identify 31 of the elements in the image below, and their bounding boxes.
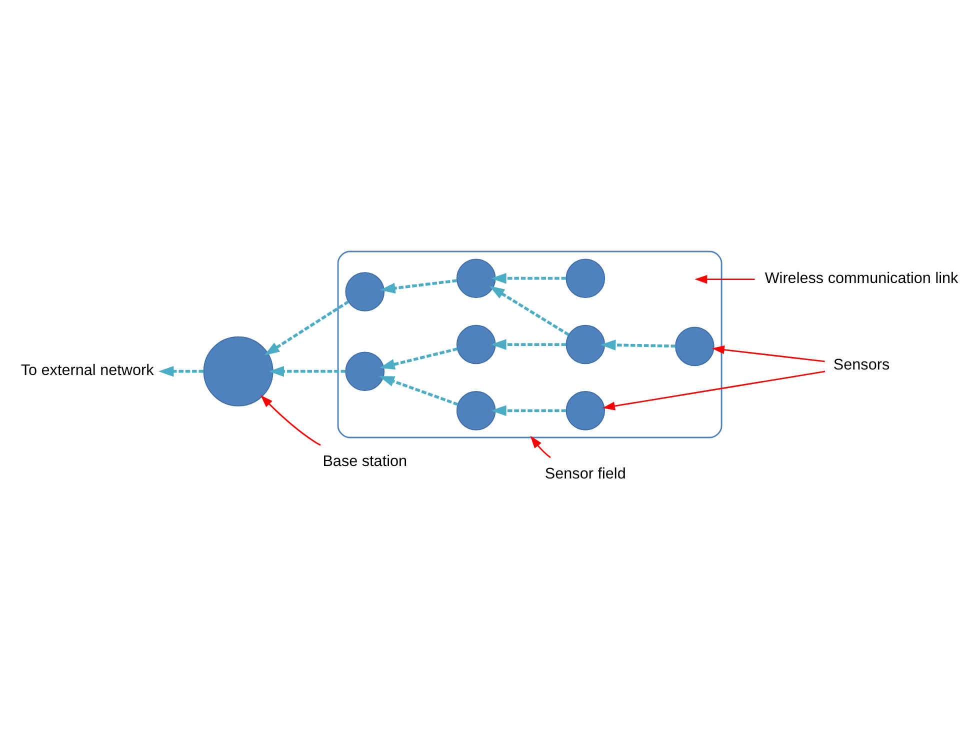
arrow [380,279,458,294]
node-circle [566,391,606,430]
arrow [712,345,825,362]
arrow [602,370,826,410]
arrow [600,340,676,350]
node-text: To external network [20,362,154,379]
node-circle [345,272,385,312]
arrow [694,274,755,284]
arrow [490,339,566,350]
arrow [268,366,346,377]
arrow [378,376,458,406]
node-circle [345,352,385,391]
node-circle [456,391,496,430]
node-text: Sensors [833,356,890,374]
arrow [158,366,204,377]
arrow [379,347,458,370]
cluster [337,250,722,438]
node-circle [456,324,496,364]
arrow [489,286,570,336]
node-text: Sensor field [544,466,626,483]
node-circle [566,324,606,364]
arrow [490,272,566,284]
node-text: Base station [322,453,408,470]
node-circle [675,326,714,366]
arrow [260,395,321,446]
node-circle [566,258,606,298]
node-circle [456,258,496,298]
node-text: Wireless communication link [764,270,958,287]
arrow [264,300,350,356]
arrow [530,436,551,458]
arrow [490,405,566,416]
